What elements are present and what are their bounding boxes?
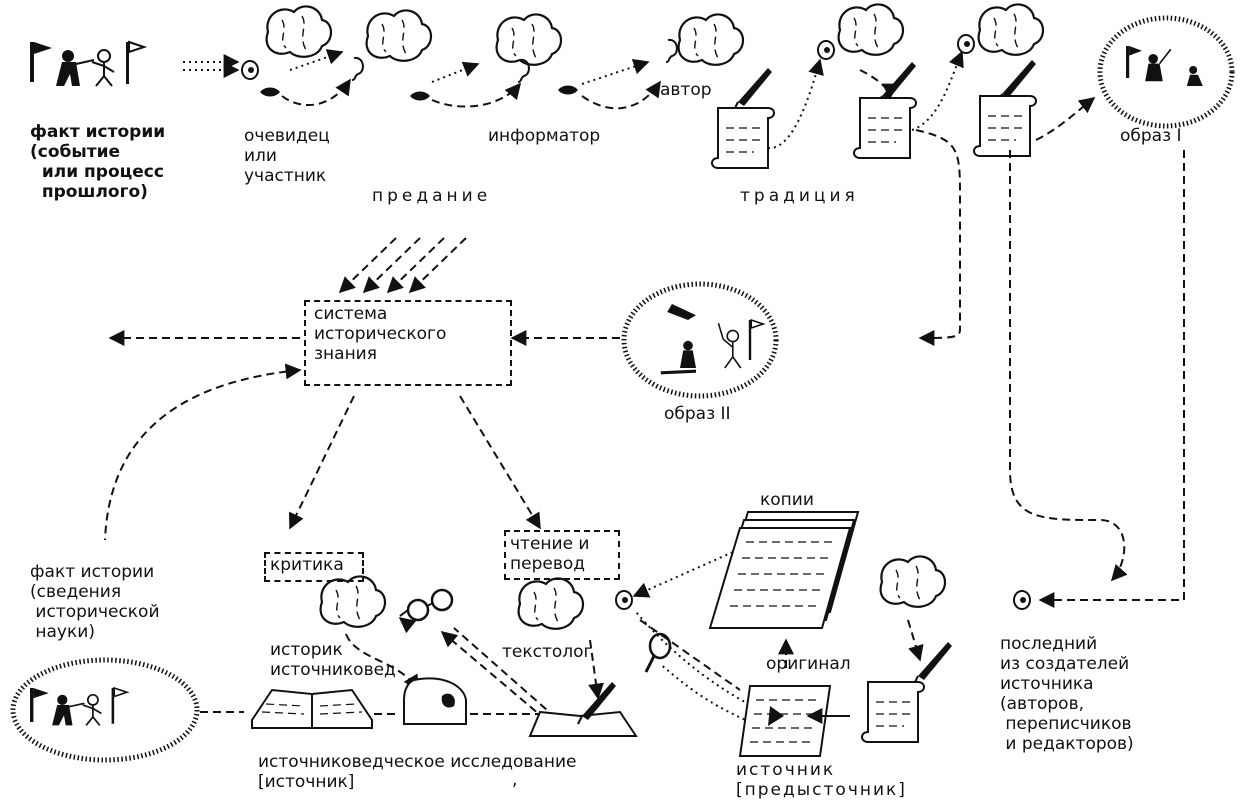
magnifier-icon [644,632,672,673]
brain-icon [365,9,433,62]
scroll-icon [861,681,925,743]
ink-blotter-icon [403,677,467,725]
ear-icon [351,56,364,81]
glasses-icon [399,588,454,622]
textologist-label: текстолог [502,642,593,662]
brain-icon [495,13,563,66]
copies-label: копии [760,490,814,510]
critique-box [264,552,364,582]
fact-history-label: факт истории (событие или процесс прошло… [30,122,166,202]
ear-icon [665,38,678,63]
eye-icon [957,34,975,54]
system-box [304,300,512,386]
eye-icon [615,590,633,610]
fact-history-science-label: факт истории (сведения исторической наук… [30,562,160,642]
scroll-icon [711,107,775,169]
halo-scene-icon [621,281,779,399]
brain-icon [879,555,947,608]
mouth-icon [558,85,578,95]
reading-label: чтение и перевод [510,534,590,574]
brain-icon [319,575,387,628]
brain-icon [677,13,745,66]
eye-icon [1013,590,1031,610]
brain-icon [517,577,585,630]
system-label: система исторического знания [314,304,447,364]
quill-icon [733,67,773,111]
original-label: оригинал [766,654,851,674]
book-icon [251,688,373,729]
image-2-label: образ II [664,404,731,424]
last-creator-label: последний из создателей источника (автор… [1000,634,1134,754]
predanie-label: предание [372,186,492,206]
brain-icon [265,5,333,58]
halo-scene-icon [10,657,200,763]
mouth-icon [410,91,430,101]
author-label: автор [660,80,712,100]
informant-label: информатор [488,126,601,146]
critique-label: критика [270,555,344,575]
scroll-icon [853,97,917,159]
mouth-icon [260,87,280,97]
scroll-icon [973,95,1037,157]
comma-mark: , [512,770,518,790]
halo-scene-icon [1097,15,1235,129]
tradition-label: традиция [740,186,859,206]
fencing-scene-icon [29,41,145,87]
historian-label: историк источниковед [270,640,396,680]
witness-label: очевидец или участник [244,126,330,186]
research-label: источниковедческое исследование [источни… [258,752,577,792]
document-icon [738,685,832,757]
eye-icon [241,60,259,80]
image-1-label: образ I [1120,126,1182,146]
stack-of-copies-icon [708,511,860,629]
source-label: источник [предысточник] [736,760,907,800]
brain-icon [977,3,1045,56]
book-icon [528,710,638,737]
quill-icon [913,641,953,685]
brain-icon [837,3,905,56]
eye-icon [817,40,835,60]
reading-box [504,530,620,580]
